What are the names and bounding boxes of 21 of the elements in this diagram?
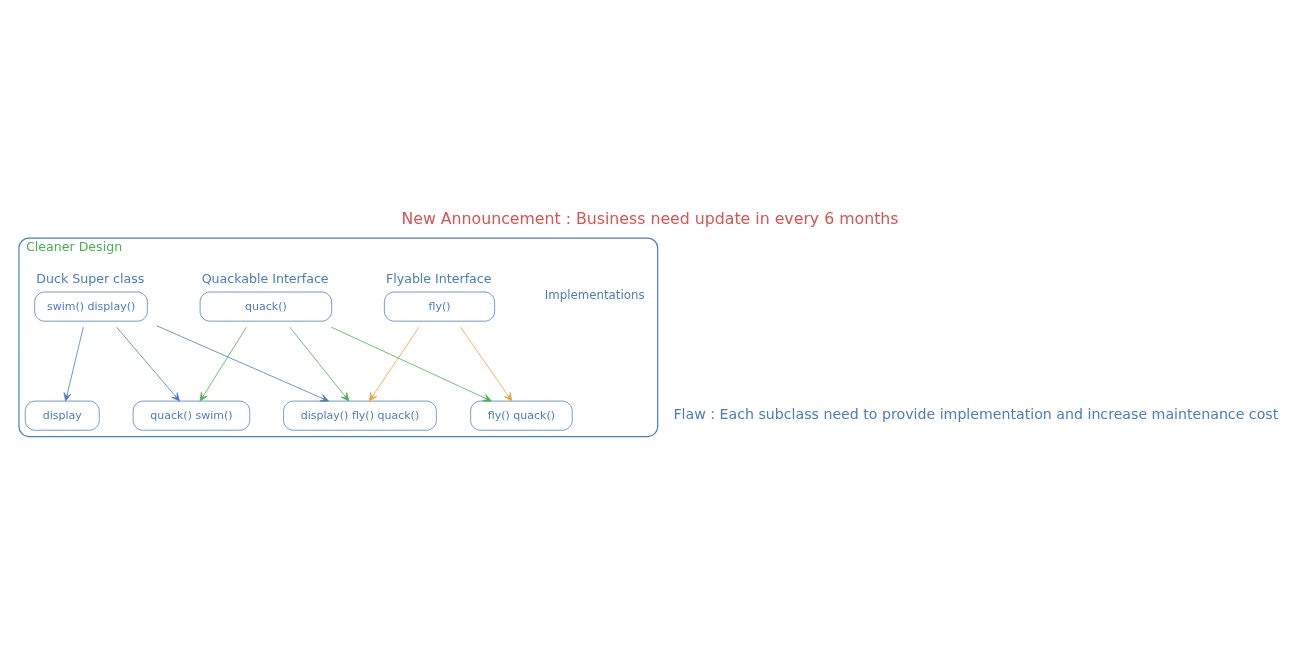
arrow [289,326,350,401]
node-box: quack() swim() [132,400,251,431]
node-box: display [24,400,100,431]
arrow [63,326,84,401]
arrow [199,326,247,401]
node-box: fly() [384,291,496,322]
node-label: Flyable Interface [385,270,492,286]
arrow [368,326,420,401]
node-label: Duck Super class [36,270,145,286]
diagram-title: New Announcement : Business need update in every 6 months [401,208,899,228]
label: Implementations [544,287,645,302]
node-box: swim() display() [34,291,148,322]
arrow [116,326,180,401]
node-box: fly() quack() [470,400,573,431]
node-box: display() fly() quack() [283,400,437,431]
node-label: Quackable Interface [201,270,329,286]
arrow [331,326,492,401]
arrow [460,326,513,401]
node-box: quack() [199,291,332,322]
arrow [156,324,329,402]
caption: Flaw : Each subclass need to provide implementation and increase maintenance cost [673,405,1279,422]
